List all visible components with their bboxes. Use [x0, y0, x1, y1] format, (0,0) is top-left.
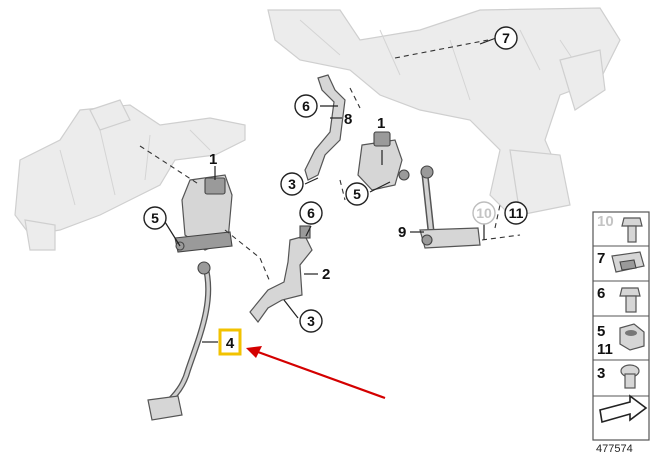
- level-sensor-left: [174, 174, 233, 253]
- hex-nut-icon: [619, 323, 645, 351]
- legend-label-11: 11: [597, 341, 613, 358]
- callout-7: 7: [494, 26, 518, 50]
- svg-text:10: 10: [476, 205, 492, 221]
- callout-5-left: 5: [143, 206, 167, 230]
- callout-leaders: [164, 37, 497, 343]
- diagram-id: 477574: [596, 443, 633, 455]
- legend-label-7: 7: [597, 250, 605, 267]
- svg-text:3: 3: [288, 176, 296, 192]
- highlight-box: [218, 328, 242, 356]
- svg-text:5: 5: [353, 186, 361, 202]
- flange-bolt-icon: [621, 217, 643, 243]
- legend-label-10: 10: [597, 213, 614, 230]
- legend-label-6: 6: [597, 285, 605, 302]
- bracket-left: [249, 225, 313, 323]
- direction-arrow-icon: [599, 394, 648, 424]
- callout-6-upper: 6: [294, 94, 318, 118]
- svg-text:6: 6: [302, 98, 310, 114]
- callout-4: 4: [226, 335, 235, 352]
- callout-2: 2: [322, 266, 330, 283]
- callout-4-highlight: 4: [218, 328, 242, 356]
- dashed-connectors: [139, 39, 521, 283]
- callout-10: 10: [472, 201, 496, 225]
- callout-11: 11: [504, 201, 528, 225]
- legend-label-3: 3: [597, 365, 605, 382]
- callout-5-right: 5: [345, 182, 369, 206]
- rear-subframe: [14, 7, 621, 251]
- bracket-right: [304, 74, 346, 181]
- svg-text:6: 6: [307, 205, 315, 221]
- arrow-head: [246, 346, 262, 358]
- callout-6-mid: 6: [299, 201, 323, 225]
- svg-text:7: 7: [502, 30, 510, 46]
- hex-bolt-icon: [619, 287, 641, 313]
- svg-text:11: 11: [509, 205, 524, 221]
- callout-8: 8: [344, 111, 352, 128]
- arrow-shaft: [257, 350, 386, 400]
- callout-9: 9: [398, 224, 406, 241]
- hardware-legend: 10 7 6 5 11 3: [592, 211, 650, 441]
- callout-3-right: 3: [280, 172, 304, 196]
- socket-screw-icon: [620, 364, 640, 389]
- coupling-rod-right: [419, 165, 481, 249]
- clip-nut-icon: [611, 251, 645, 273]
- connecting-rod-left: [147, 261, 212, 421]
- svg-text:3: 3: [307, 313, 315, 329]
- red-pointer-arrow: [246, 346, 386, 400]
- callout-1-right: 1: [377, 115, 385, 132]
- legend-label-5: 5: [597, 323, 605, 340]
- callout-1-left: 1: [209, 151, 217, 168]
- callout-3-left: 3: [299, 309, 323, 333]
- svg-text:5: 5: [151, 210, 159, 226]
- level-sensor-right: [357, 131, 410, 191]
